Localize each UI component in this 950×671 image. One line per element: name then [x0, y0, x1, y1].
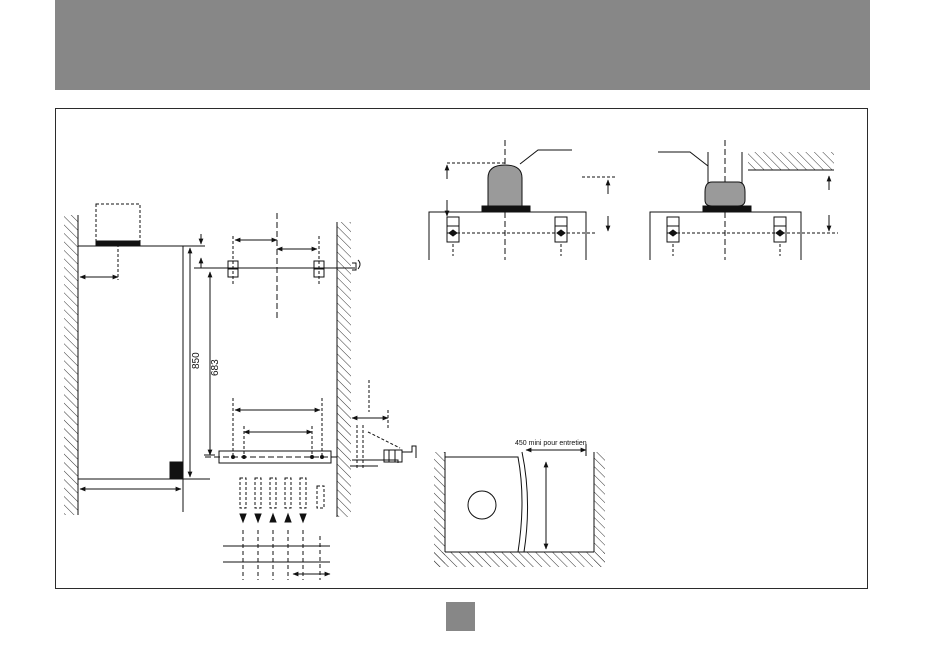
front-elevation	[64, 204, 351, 517]
flue-adapter-b	[705, 182, 745, 206]
connection-block	[170, 462, 183, 479]
flue-detail-b	[650, 140, 838, 260]
right-wall-hatch	[337, 222, 351, 517]
side-detail	[350, 380, 416, 470]
left-wall-hatch	[64, 215, 78, 515]
boiler-outline	[445, 457, 522, 552]
service-clearance-label: 450 mini pour entretien	[515, 440, 587, 447]
clearance-view	[434, 444, 605, 567]
connections-detail	[205, 398, 340, 580]
flue-outline	[96, 204, 140, 244]
height-total-label: 850	[191, 352, 202, 369]
height-fixing-label: 683	[210, 359, 221, 376]
flue-adapter-a	[488, 165, 522, 206]
flue-detail-a	[429, 140, 616, 260]
ceiling-hatch	[748, 152, 834, 170]
boiler-top-circle	[468, 491, 496, 519]
